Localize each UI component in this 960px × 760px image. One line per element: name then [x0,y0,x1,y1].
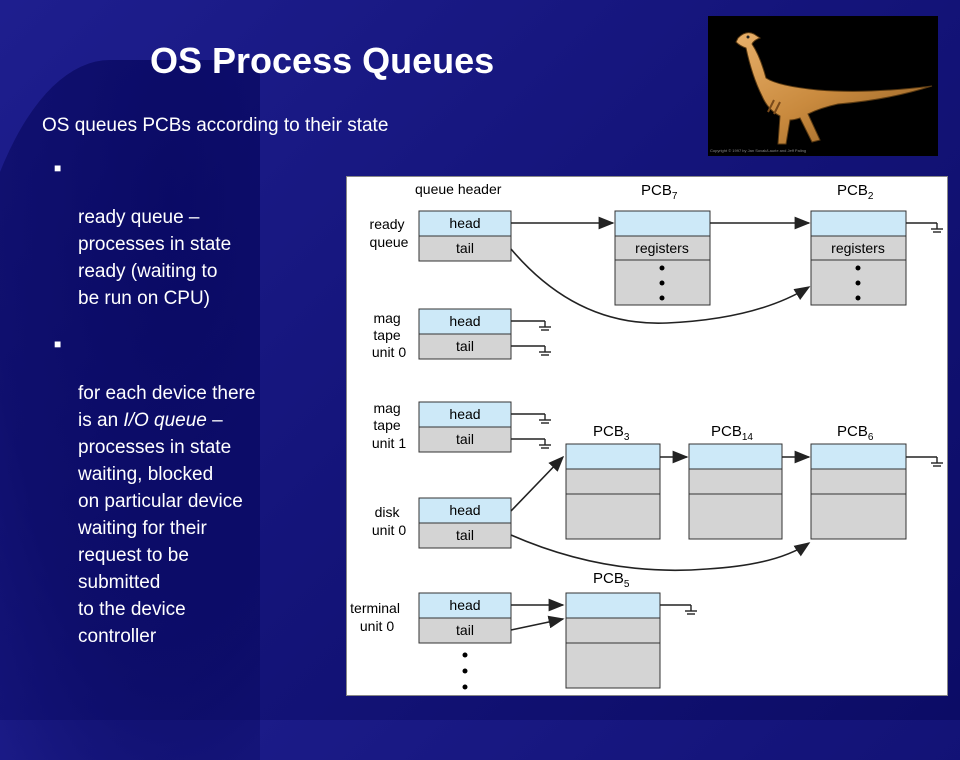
mag-tape-0-header: head tail [419,309,511,359]
registers-label: registers [831,240,885,256]
pcb2-label: PCB2 [837,182,874,202]
tail-label: tail [456,338,474,354]
bullet-marker-icon: ■ [54,155,61,182]
tail-label: tail [456,431,474,447]
bullet-text: – processes in state waiting, blocked on… [78,410,243,647]
disk-unit-0-label: disk unit 0 [372,504,406,538]
head-label: head [449,597,480,613]
photo-credit: Copyright © 1997 by Jan Sovak/Laurie and… [710,148,806,153]
more-queues-ellipsis [463,653,468,690]
disk-unit-0-header: head tail [419,498,511,548]
tail-label: tail [456,527,474,543]
pcb3-box [566,444,660,539]
mag-tape-1-label: mag tape unit 1 [372,400,406,451]
pcb14-box [689,444,782,539]
bullet-list: ■ ready queue – processes in state ready… [48,150,318,664]
pcb7-box: registers [615,211,710,305]
mag-tape-0-label: mag tape unit 0 [372,310,406,360]
tail-label: tail [456,622,474,638]
pcb14-label: PCB14 [711,423,753,443]
pcb7-label: PCB7 [641,182,678,202]
bullet-marker-icon: ■ [54,331,61,358]
tail-label: tail [456,240,474,256]
bullet-text: ready queue – processes in state ready (… [78,207,231,309]
queue-diagram: queue header PCB7 PCB2 PCB3 PCB14 PCB6 P… [346,176,948,696]
dinosaur-illustration [708,16,938,156]
pcb3-label: PCB3 [593,423,630,443]
bullet-emphasis: I/O queue [123,410,206,431]
ready-queue-label: ready queue [370,216,409,250]
pcb2-box: registers [811,211,906,305]
queue-diagram-svg: queue header PCB7 PCB2 PCB3 PCB14 PCB6 P… [347,177,947,695]
registers-label: registers [635,240,689,256]
pcb5-label: PCB5 [593,570,630,590]
terminal-unit-0-label: terminal unit 0 [350,600,404,634]
slide-subtitle: OS queues PCBs according to their state [42,115,388,137]
pcb6-box [811,444,906,539]
bullet-ready-queue: ■ ready queue – processes in state ready… [48,150,318,312]
pcb6-label: PCB6 [837,423,874,443]
terminal-queue-pointers [511,605,563,630]
head-label: head [449,406,480,422]
dinosaur-photo: Copyright © 1997 by Jan Sovak/Laurie and… [708,16,938,156]
bullet-io-queue: ■ for each device there is an I/O queue … [48,326,318,650]
ready-queue-header: head tail [419,211,511,261]
pcb5-box [566,593,660,688]
slide-title: OS Process Queues [150,40,494,82]
head-label: head [449,313,480,329]
queue-header-label: queue header [415,181,502,197]
head-label: head [449,215,480,231]
terminal-unit-0-header: head tail [419,593,511,643]
mag-tape-1-header: head tail [419,402,511,452]
head-label: head [449,502,480,518]
